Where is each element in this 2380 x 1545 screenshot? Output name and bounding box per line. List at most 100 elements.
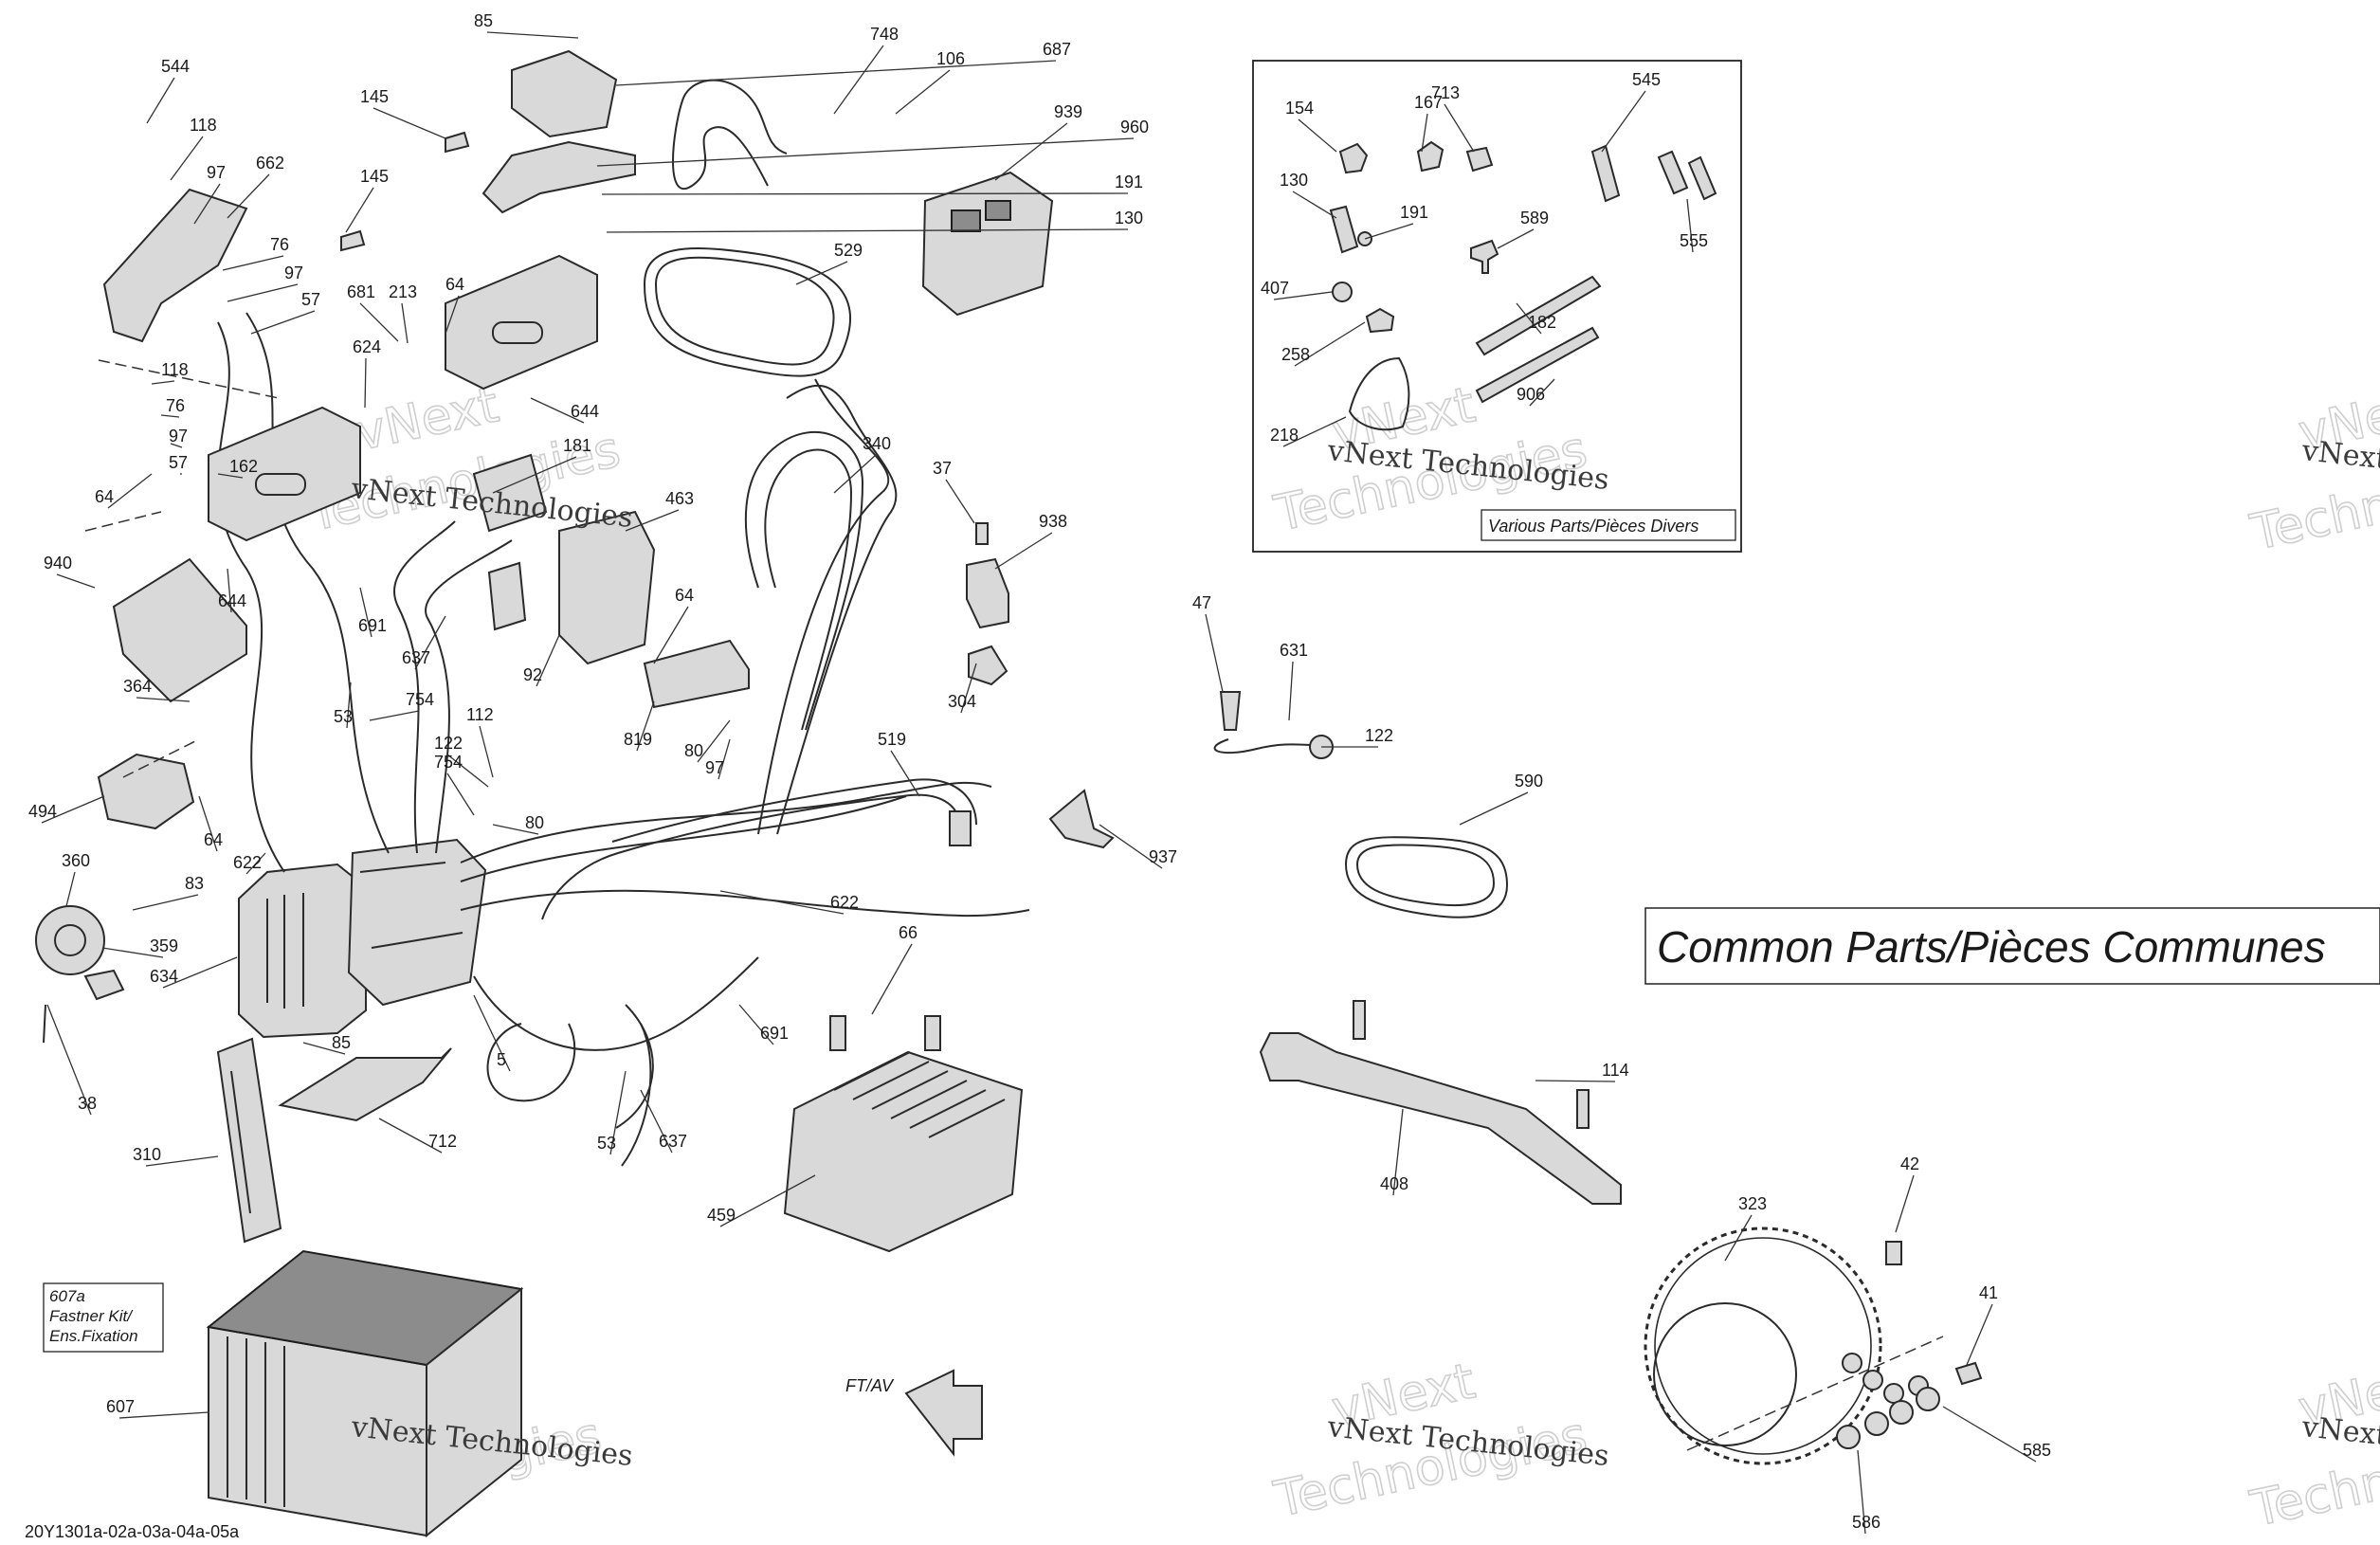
sleeve (764, 448, 853, 731)
solenoid-icon (97, 753, 195, 830)
callout-number: 340 (863, 434, 891, 453)
callout-number: 637 (659, 1132, 687, 1151)
callout-number: 644 (218, 591, 246, 610)
callout-number: 359 (150, 936, 178, 955)
callout-number: 713 (1431, 83, 1460, 102)
strap-slot (230, 1070, 251, 1214)
leader-line (1294, 321, 1366, 367)
leader-lines (41, 31, 2037, 1535)
clip-icon (968, 645, 1008, 686)
callout-number: 38 (78, 1094, 97, 1113)
cable (541, 793, 960, 920)
strip-icon (1475, 275, 1602, 356)
sensor-ring (54, 924, 86, 956)
leader-line (162, 956, 238, 989)
bracket-icon (643, 639, 750, 709)
callout-number: 92 (523, 665, 542, 684)
cable (217, 321, 285, 873)
callout-number: 644 (571, 402, 599, 421)
callout-number: 167 (1414, 93, 1443, 112)
cable (393, 520, 456, 854)
leader-line (719, 1174, 816, 1227)
common-parts-box: Common Parts/Pièces Communes (1644, 907, 2380, 985)
cable (245, 312, 390, 854)
callout-number: 76 (166, 396, 185, 415)
callout-number: 64 (95, 487, 114, 506)
bolt-icon (445, 131, 470, 154)
bracket-icon (966, 557, 1009, 629)
leader-line (1205, 613, 1224, 693)
leader-line (945, 479, 975, 524)
common-parts-label: Common Parts/Pièces Communes (1657, 922, 2326, 972)
leader-line (492, 824, 539, 835)
coil-lines (359, 862, 463, 949)
alignment-line (84, 511, 162, 532)
callout-number: 544 (161, 57, 190, 76)
wire (672, 79, 788, 190)
callout-number: 76 (270, 235, 289, 254)
leader-line (653, 606, 689, 664)
cable (460, 795, 907, 882)
alignment-line (122, 738, 200, 778)
leader-line (1292, 191, 1337, 219)
callout-number: 960 (1120, 118, 1149, 136)
callout-number: 112 (466, 705, 494, 724)
right-parts (904, 691, 1983, 1465)
washer-icon (1862, 1370, 1883, 1390)
fastener-kit-code: 607a (49, 1287, 85, 1305)
callout-number: 310 (133, 1145, 161, 1164)
callout-number: 42 (1900, 1154, 1919, 1173)
callout-number: 118 (161, 360, 189, 379)
relay-box-icon (558, 510, 656, 665)
leader-line (65, 871, 76, 907)
callout-number: 662 (256, 154, 284, 173)
leader-line (359, 302, 399, 342)
leader-line (833, 45, 884, 115)
callout-number: 691 (760, 1024, 789, 1043)
leader-line (245, 852, 266, 875)
callout-number: 494 (28, 802, 57, 821)
callout-number: 631 (1280, 641, 1308, 660)
callout-number: 106 (936, 49, 965, 68)
leader-line (1942, 1406, 2037, 1463)
screw-icon (1470, 239, 1499, 274)
regulator-icon (783, 1050, 1024, 1253)
callout-number: 634 (150, 967, 178, 986)
strip-icon (1475, 326, 1600, 404)
callout-number: 64 (445, 275, 464, 294)
leader-line (606, 228, 1129, 233)
battery-ribs (227, 1336, 285, 1507)
leader-line (101, 947, 164, 958)
sleeve-icon (1687, 155, 1717, 201)
callout-number: 213 (389, 282, 417, 301)
leader-line (227, 568, 232, 613)
callout-number: 85 (474, 11, 493, 30)
trigger-wheel-inner (1653, 1302, 1797, 1446)
leader-line (445, 295, 460, 335)
callout-number: 66 (899, 923, 917, 942)
bolt-icon (43, 1004, 46, 1044)
fastener-kit-box: 607a Fastner Kit/ Ens.Fixation (43, 1282, 164, 1353)
leader-line (718, 738, 731, 780)
leader-line (414, 615, 446, 670)
leader-line (895, 69, 951, 115)
leader-line (473, 994, 511, 1072)
bracket-icon (102, 188, 248, 343)
fastener-kit-label: Fastner Kit/ (49, 1307, 134, 1325)
leader-line (1601, 90, 1646, 153)
wire-loop (654, 256, 835, 366)
leader-line (1857, 1449, 1866, 1535)
callout-number: 754 (406, 690, 434, 709)
bolt-icon (1576, 1089, 1590, 1129)
callout-number: 589 (1520, 209, 1549, 227)
callout-number: 97 (207, 163, 226, 182)
callout-number: 590 (1515, 772, 1543, 791)
callout-number: 687 (1043, 40, 1071, 59)
callout-number: 624 (353, 337, 381, 356)
leader-line (227, 173, 270, 219)
callout-number: 97 (705, 758, 724, 777)
leader-line (345, 187, 374, 233)
bolt-icon (924, 1015, 941, 1051)
trigger-wheel-rim (1654, 1237, 1872, 1455)
